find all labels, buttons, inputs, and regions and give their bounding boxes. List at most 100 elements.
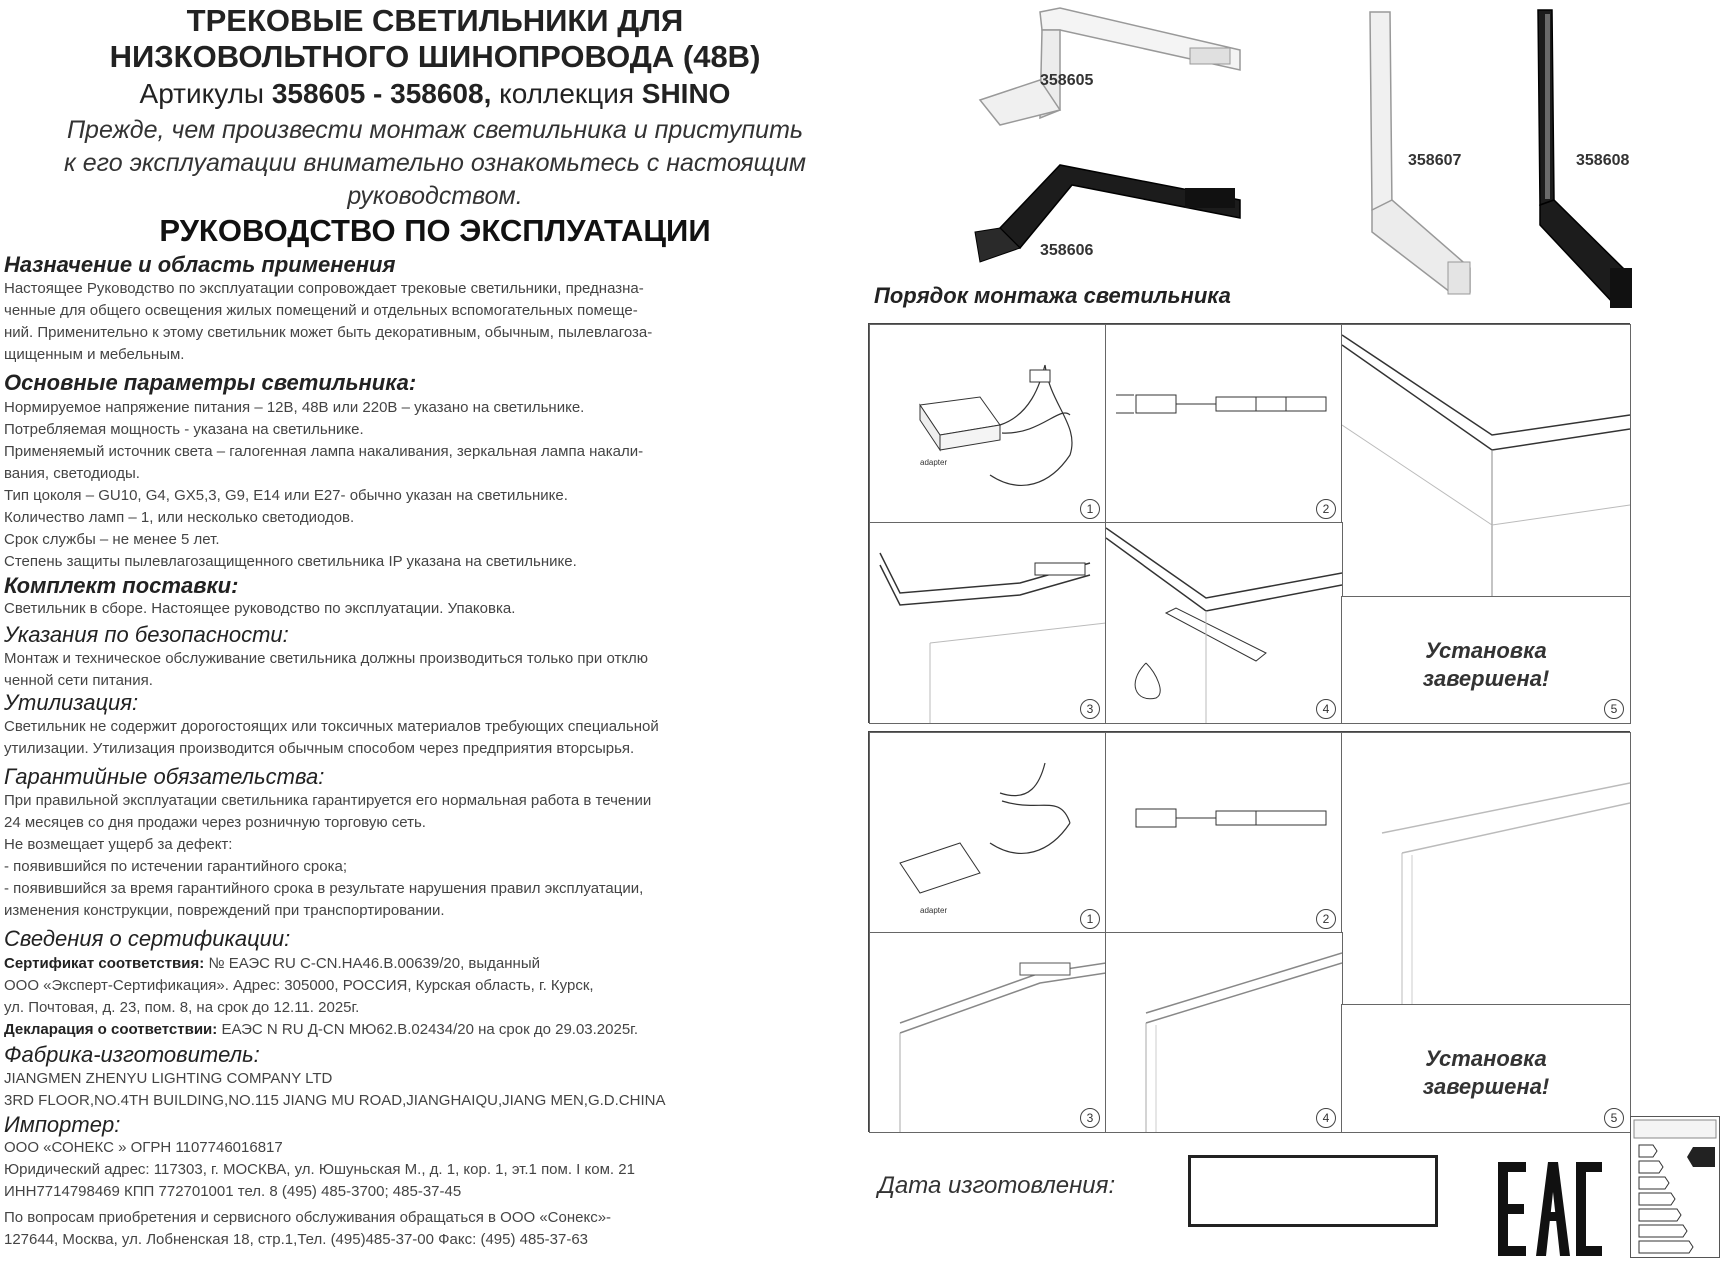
- factory-text: JIANGMEN ZHENYU LIGHTING COMPANY LTD 3RD…: [4, 1068, 864, 1112]
- step-3-number-alt: 3: [1080, 1108, 1100, 1128]
- step-4-drawing: [1106, 527, 1342, 723]
- step-5-cell-alt: Установка завершена! 5: [1341, 1004, 1631, 1133]
- kit-heading: Комплект поставки:: [4, 573, 239, 598]
- step-1-drawing: adapter: [919, 364, 1073, 486]
- manufacture-date-label: Дата изготовления:: [878, 1172, 1116, 1199]
- params-line: Применяемый источник света – галогенная …: [4, 443, 644, 460]
- intro-line-3: руководством.: [347, 182, 523, 210]
- step-1-number-alt: 1: [1080, 909, 1100, 929]
- articles-range: 358605 - 358608,: [271, 78, 492, 109]
- purpose-text: Настоящее Руководство по эксплуатации со…: [4, 278, 864, 366]
- disposal-heading: Утилизация:: [4, 690, 139, 715]
- step-1-cell-alt: adapter 1: [869, 732, 1107, 934]
- params-line: Срок службы – не менее 5 лет.: [4, 531, 220, 548]
- step-2-number: 2: [1316, 499, 1336, 519]
- done-line-1-alt: Установка: [1425, 1046, 1547, 1071]
- step-perspective-cell-alt: [1341, 732, 1631, 1006]
- warranty-line: - появившийся за время гарантийного срок…: [4, 880, 644, 897]
- disposal-line: утилизации. Утилизация производится обыч…: [4, 740, 635, 757]
- product-fixtures-vertical: [1369, 9, 1632, 308]
- step-1-number: 1: [1080, 499, 1100, 519]
- step-2-number-alt: 2: [1316, 909, 1336, 929]
- step-4-number-alt: 4: [1316, 1108, 1336, 1128]
- manual-text-column: ТРЕКОВЫЕ СВЕТИЛЬНИКИ ДЛЯ НИЗКОВОЛЬТНОГО …: [0, 3, 870, 1251]
- manufacture-date-box: [1188, 1155, 1438, 1227]
- collection-name: SHINO: [641, 78, 731, 109]
- factory-line: JIANGMEN ZHENYU LIGHTING COMPANY LTD: [4, 1070, 333, 1087]
- intro-line-1: Прежде, чем произвести монтаж светильник…: [66, 116, 804, 144]
- step-4-cell-alt: 4: [1105, 932, 1343, 1133]
- cert-line: ООО «Эксперт-Сертификация». Адрес: 30500…: [4, 977, 594, 994]
- step-3-cell: 3: [869, 522, 1107, 724]
- cert-label: Сертификат соответствия:: [4, 955, 205, 972]
- label-358605: 358605: [1040, 72, 1094, 89]
- step-2-cell-alt: 2: [1105, 732, 1343, 934]
- step-5-number: 5: [1604, 699, 1624, 719]
- adapter-label: adapter: [920, 458, 947, 467]
- params-line: вания, светодиоды.: [4, 465, 140, 482]
- warranty-text: При правильной эксплуатации светильника …: [4, 790, 864, 922]
- importer-line: ООО «СОНЕКС » ОГРН 1107746016817: [4, 1139, 283, 1156]
- fixture-358607-illustration: [1369, 11, 1471, 295]
- step-2-drawing-alt: [1135, 808, 1327, 828]
- cert-heading: Сведения о сертификации:: [4, 926, 291, 951]
- title-line-1: ТРЕКОВЫЕ СВЕТИЛЬНИКИ ДЛЯ: [186, 3, 684, 38]
- done-line-2: завершена!: [1422, 666, 1550, 691]
- purpose-line: ченные для общего освещения жилых помеще…: [4, 302, 638, 319]
- title-line-2: НИЗКОВОЛЬТНОГО ШИНОПРОВОДА (48В): [109, 39, 761, 74]
- params-line: Потребляемая мощность - указана на свети…: [4, 421, 364, 438]
- step-4-number: 4: [1316, 699, 1336, 719]
- warranty-line: Не возмещает ущерб за дефект:: [4, 836, 233, 853]
- safety-line: Монтаж и техническое обслуживание светил…: [4, 650, 649, 667]
- adapter-label-alt: adapter: [920, 906, 947, 915]
- step-2-drawing: [1116, 394, 1327, 414]
- montage-grid-black: adapter 1 2: [868, 323, 1631, 724]
- params-text: Нормируемое напряжение питания – 12В, 48…: [4, 397, 864, 573]
- purpose-line: Настоящее Руководство по эксплуатации со…: [4, 280, 644, 297]
- step-5-number-alt: 5: [1604, 1108, 1624, 1128]
- step-4-cell: 4: [1105, 522, 1343, 724]
- eac-mark-icon: [1498, 1162, 1602, 1256]
- step-4-drawing-alt: [1145, 952, 1342, 1132]
- importer-line: Юридический адрес: 117303, г. МОСКВА, ул…: [4, 1161, 635, 1178]
- disposal-line: Светильник не содержит дорогостоящих или…: [4, 718, 659, 735]
- manual-title: РУКОВОДСТВО ПО ЭКСПЛУАТАЦИИ: [159, 213, 711, 248]
- factory-heading: Фабрика-изготовитель:: [4, 1042, 260, 1067]
- step-1-cell: adapter 1: [869, 324, 1107, 524]
- collection-prefix: коллекция: [499, 78, 634, 109]
- step-3-drawing: [879, 552, 1106, 723]
- warranty-line: 24 месяцев со дня продажи через розничну…: [4, 814, 426, 831]
- product-fixtures-horizontal: [974, 7, 1241, 263]
- fixture-358606-illustration: [974, 164, 1241, 263]
- done-line-2-alt: завершена!: [1422, 1074, 1550, 1099]
- disposal-text: Светильник не содержит дорогостоящих или…: [4, 716, 864, 760]
- step-3-number: 3: [1080, 699, 1100, 719]
- importer-line: ИНН7714798469 КПП 772701001 тел. 8 (495)…: [4, 1183, 462, 1200]
- intro-line-2: к его эксплуатации внимательно ознакомьт…: [64, 149, 806, 177]
- label-358608: 358608: [1576, 152, 1630, 169]
- warranty-line: При правильной эксплуатации светильника …: [4, 792, 652, 809]
- importer-line: По вопросам приобретения и сервисного об…: [4, 1209, 612, 1226]
- fixture-358608-illustration: [1537, 9, 1632, 308]
- params-line: Степень защиты пылевлагозащищенного свет…: [4, 553, 577, 570]
- importer-text: ООО «СОНЕКС » ОГРН 1107746016817 Юридиче…: [4, 1137, 864, 1251]
- cert-line: ул. Почтовая, д. 23, пом. 8, на срок до …: [4, 999, 360, 1016]
- montage-grid-white: adapter 1 2 3: [868, 731, 1631, 1133]
- articles-prefix: Артикулы: [139, 78, 265, 109]
- articles-line: Артикулы 358605 - 358608, коллекция SHIN…: [0, 77, 870, 111]
- safety-line: ченной сети питания.: [4, 672, 153, 689]
- params-line: Тип цоколя – GU10, G4, GX5,3, G9, E14 ил…: [4, 487, 568, 504]
- done-line-1: Установка: [1425, 638, 1547, 663]
- purpose-line: щищенным и мебельным.: [4, 346, 185, 363]
- cert-line: № ЕАЭС RU C-CN.НА46.В.00639/20, выданный: [208, 955, 540, 972]
- step-2-cell: 2: [1105, 324, 1343, 524]
- ceiling-perspective-drawing-alt: [1381, 782, 1630, 1005]
- importer-heading: Импортер:: [4, 1112, 121, 1137]
- installation-complete-text: Установка завершена!: [1342, 637, 1630, 693]
- step-3-cell-alt: 3: [869, 932, 1107, 1133]
- cert-text: Сертификат соответствия: № ЕАЭС RU C-CN.…: [4, 953, 864, 1041]
- safety-text: Монтаж и техническое обслуживание светил…: [4, 648, 864, 692]
- decl-label: Декларация о соответствии:: [4, 1021, 218, 1038]
- warranty-line: изменения конструкции, повреждений при т…: [4, 902, 445, 919]
- kit-line: Светильник в сборе. Настоящее руководств…: [4, 600, 516, 617]
